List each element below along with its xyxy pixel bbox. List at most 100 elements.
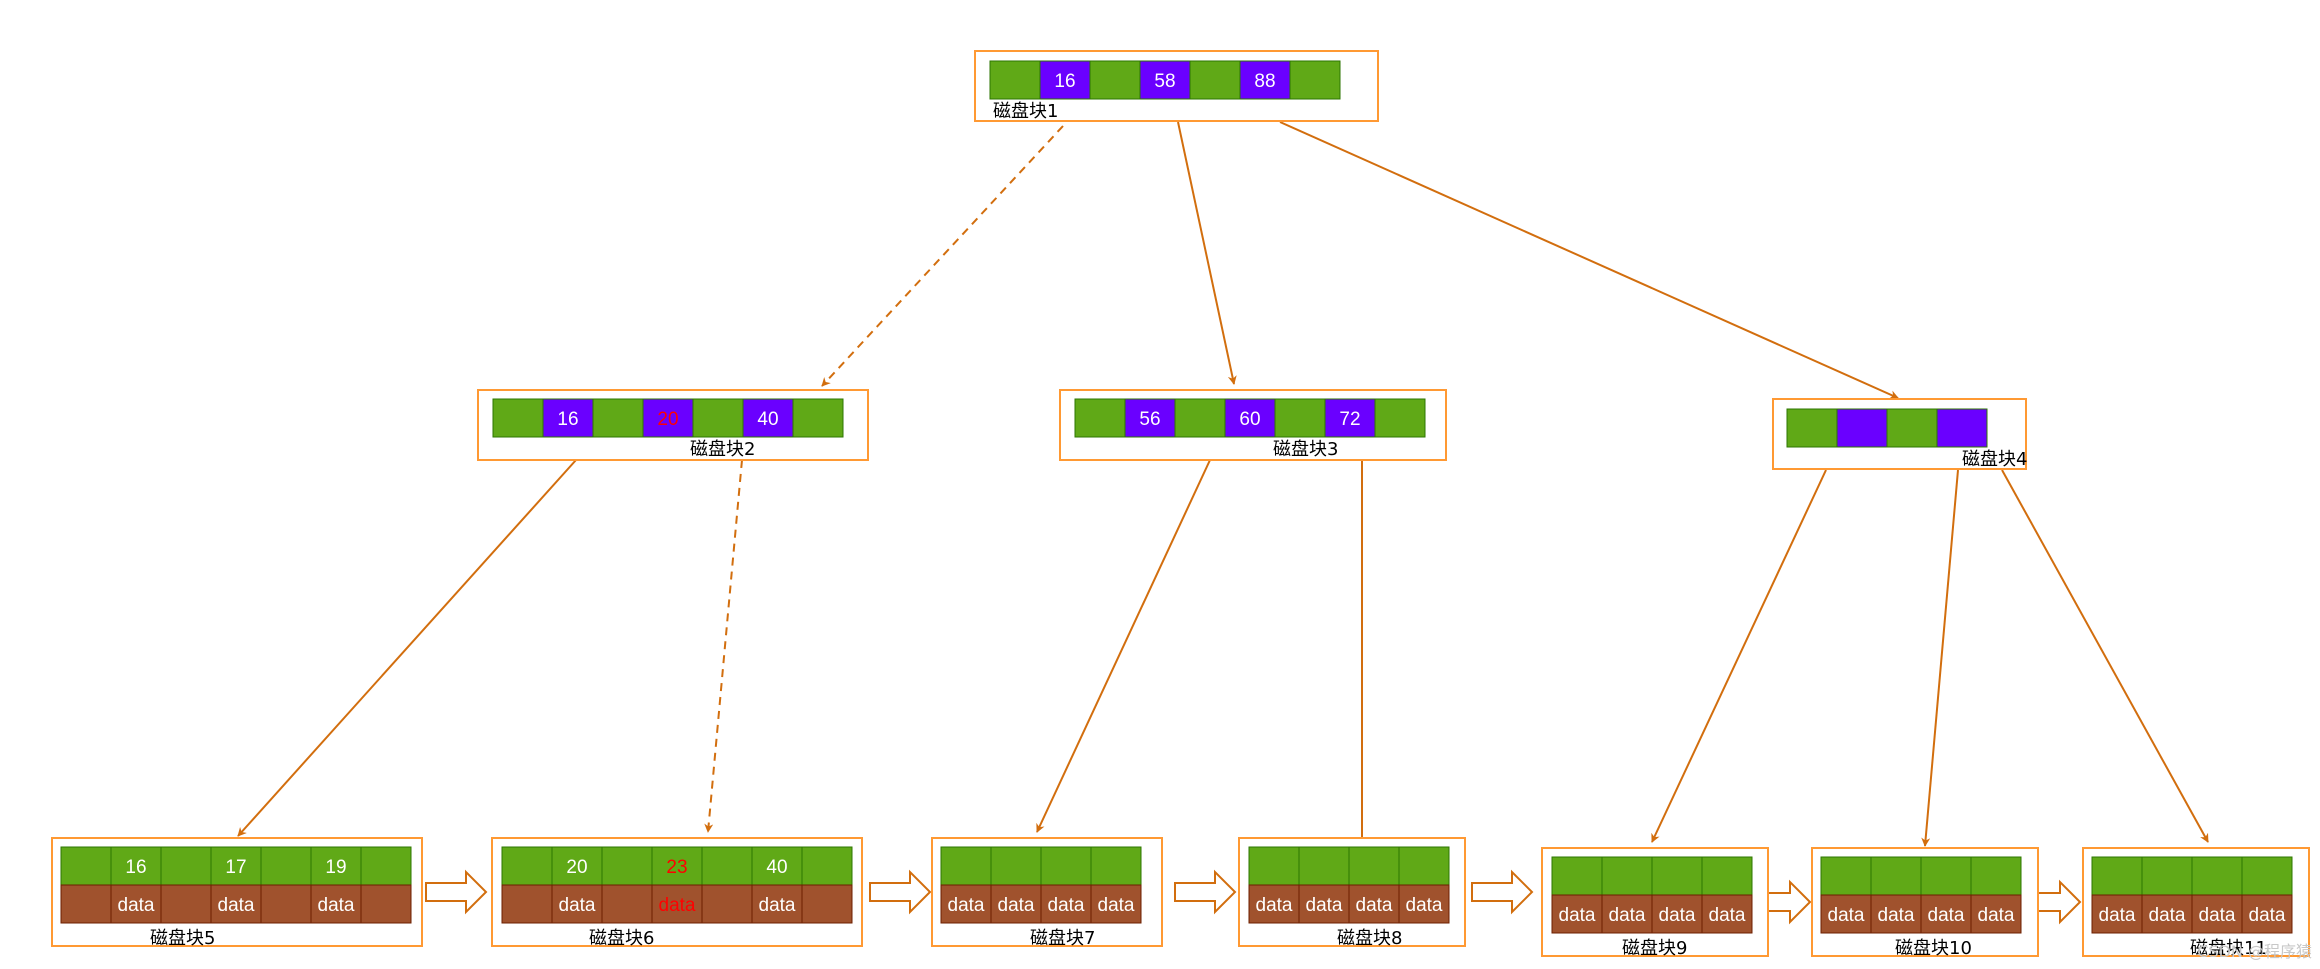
data-value: data xyxy=(1659,905,1696,926)
data-value: data xyxy=(318,895,355,916)
pointer-cell xyxy=(160,846,212,886)
data-value: data xyxy=(1709,905,1746,926)
data-cell xyxy=(701,884,753,924)
key-cell xyxy=(642,398,694,438)
leaf-link-arrow xyxy=(1767,879,1812,925)
edge-b4-b10 xyxy=(1921,469,1959,847)
pointer-cell xyxy=(801,846,853,886)
data-cell xyxy=(601,884,653,924)
pointer-cell xyxy=(1298,846,1350,886)
pointer-cell xyxy=(210,846,262,886)
pointer-cell xyxy=(260,846,312,886)
data-cell xyxy=(360,884,412,924)
edge-b2-b6 xyxy=(704,459,743,833)
data-value: data xyxy=(759,895,796,916)
data-cell xyxy=(1551,894,1603,934)
data-cell xyxy=(1820,894,1872,934)
tree-edges xyxy=(237,121,2209,847)
pointer-cell xyxy=(1786,408,1838,448)
data-value: data xyxy=(118,895,155,916)
pointer-cell xyxy=(1040,846,1092,886)
pointer-cell xyxy=(989,60,1041,100)
data-cell xyxy=(501,884,553,924)
data-cell xyxy=(551,884,603,924)
edge-b1-b3 xyxy=(1177,121,1237,385)
pointer-cell xyxy=(1089,60,1141,100)
edge-b4-b9 xyxy=(1651,469,1827,843)
pointer-cell xyxy=(1090,846,1142,886)
block-label: 磁盘块8 xyxy=(1337,928,1402,949)
pointer-cell xyxy=(751,846,803,886)
data-cell xyxy=(1248,884,1300,924)
data-value: data xyxy=(1356,895,1393,916)
key-cell xyxy=(1039,60,1091,100)
pointer-cell xyxy=(940,846,992,886)
pointer-cell xyxy=(692,398,744,438)
data-cell xyxy=(160,884,212,924)
data-value: data xyxy=(998,895,1035,916)
block-label: 磁盘块11 xyxy=(2190,938,2267,959)
data-value: data xyxy=(659,895,696,916)
key-value: 20 xyxy=(657,409,678,430)
pointer-cell xyxy=(1651,856,1703,896)
key-value: 16 xyxy=(557,409,578,430)
key-value: 72 xyxy=(1339,409,1360,430)
block-label: 磁盘块10 xyxy=(1895,938,1972,959)
pointer-cell xyxy=(2191,856,2243,896)
key-cell xyxy=(1936,408,1988,448)
data-cell xyxy=(1298,884,1350,924)
pointer-cell xyxy=(310,846,362,886)
data-cell xyxy=(1601,894,1653,934)
block-label: 磁盘块5 xyxy=(150,928,215,949)
block-label: 磁盘块9 xyxy=(1622,938,1687,959)
data-value: data xyxy=(1828,905,1865,926)
pointer-cell xyxy=(601,846,653,886)
pointer-cell xyxy=(1074,398,1126,438)
pointer-cell xyxy=(1701,856,1753,896)
data-value: data xyxy=(1978,905,2015,926)
key-cell xyxy=(1124,398,1176,438)
data-value: data xyxy=(1406,895,1443,916)
watermark: CSDN @程序猿 xyxy=(2197,942,2312,961)
data-value: data xyxy=(1098,895,1135,916)
key-value: 16 xyxy=(1054,71,1075,92)
key-value: 60 xyxy=(1239,409,1260,430)
key-value: 40 xyxy=(766,857,787,878)
data-value: data xyxy=(1559,905,1596,926)
data-value: data xyxy=(1256,895,1293,916)
edge-b3-b7 xyxy=(1036,459,1211,833)
key-cell xyxy=(542,398,594,438)
pointer-cell xyxy=(792,398,844,438)
data-cell xyxy=(1090,884,1142,924)
pointer-cell xyxy=(1374,398,1426,438)
data-cell xyxy=(210,884,262,924)
key-value: 58 xyxy=(1154,71,1175,92)
key-value: 19 xyxy=(325,857,346,878)
pointer-cell xyxy=(110,846,162,886)
data-cell xyxy=(1398,884,1450,924)
key-cell xyxy=(1239,60,1291,100)
leaf-link-arrow xyxy=(2037,879,2082,925)
key-value: 16 xyxy=(125,857,146,878)
pointer-cell xyxy=(1970,856,2022,896)
data-value: data xyxy=(1878,905,1915,926)
data-value: data xyxy=(1306,895,1343,916)
pointer-cell xyxy=(1289,60,1341,100)
pointer-cell xyxy=(1601,856,1653,896)
key-value: 56 xyxy=(1139,409,1160,430)
key-cell xyxy=(1224,398,1276,438)
block-label: 磁盘块2 xyxy=(690,439,755,460)
pointer-cell xyxy=(1870,856,1922,896)
block-label: 磁盘块3 xyxy=(1273,439,1338,460)
pointer-cell xyxy=(2241,856,2293,896)
data-cell xyxy=(2241,894,2293,934)
